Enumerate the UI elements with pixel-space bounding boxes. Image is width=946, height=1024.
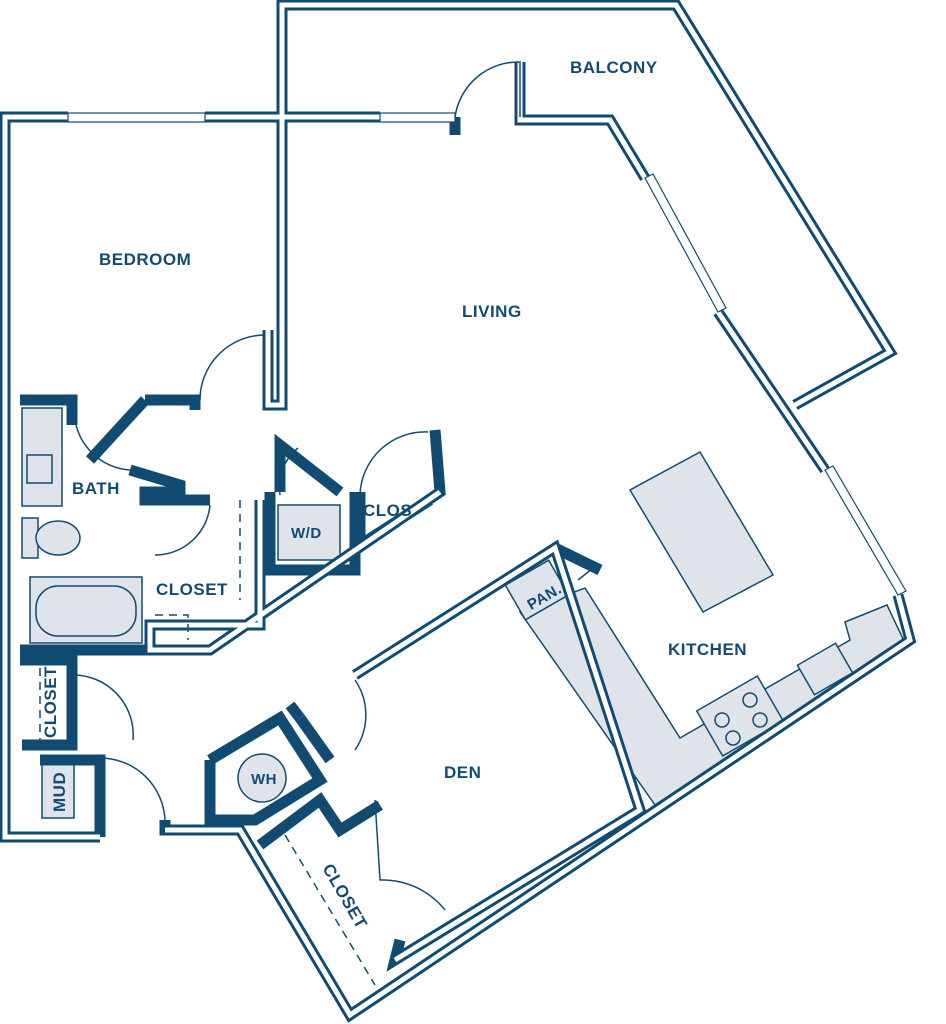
- window: [379, 112, 456, 123]
- label-entry-closet: CLOSET: [41, 666, 60, 738]
- kitchen-island: [628, 450, 775, 613]
- door-swing: [154, 504, 211, 556]
- water-heater: [237, 753, 287, 803]
- toilet-bowl: [35, 520, 81, 556]
- door-swing: [359, 431, 429, 496]
- door-swing: [74, 419, 131, 471]
- door-swing: [559, 554, 599, 581]
- label-bath-closet: CLOSET: [156, 580, 228, 599]
- label-den: DEN: [444, 763, 481, 782]
- fixtures: [21, 407, 906, 819]
- door-swing: [71, 674, 134, 741]
- label-wh: WH: [251, 771, 277, 788]
- label-bath: BATH: [72, 479, 120, 498]
- mud-bench: [41, 759, 75, 819]
- door-swing: [99, 757, 166, 821]
- window: [824, 465, 907, 596]
- label-clos: CLOS.: [363, 501, 417, 520]
- label-mud: MUD: [50, 772, 69, 812]
- bath-sink: [26, 454, 53, 484]
- door-swing: [199, 334, 266, 401]
- door-swing: [374, 799, 446, 911]
- walls: [0, 0, 917, 1023]
- door-swing: [354, 679, 367, 751]
- label-balcony: BALCONY: [570, 58, 658, 77]
- label-kitchen: KITCHEN: [668, 640, 747, 659]
- window: [67, 112, 206, 123]
- door-swing: [278, 447, 299, 496]
- label-living: LIVING: [462, 302, 522, 321]
- pantry-shelf: [504, 559, 570, 621]
- kitchen-sink: [796, 642, 854, 696]
- label-bedroom: BEDROOM: [99, 250, 191, 269]
- window: [644, 173, 727, 313]
- doors: [39, 61, 599, 986]
- label-den-closet: CLOSET: [319, 861, 371, 933]
- washer-dryer: [277, 504, 341, 561]
- label-wd: W/D: [291, 525, 322, 542]
- door-swing: [454, 61, 521, 118]
- windows: [67, 112, 907, 596]
